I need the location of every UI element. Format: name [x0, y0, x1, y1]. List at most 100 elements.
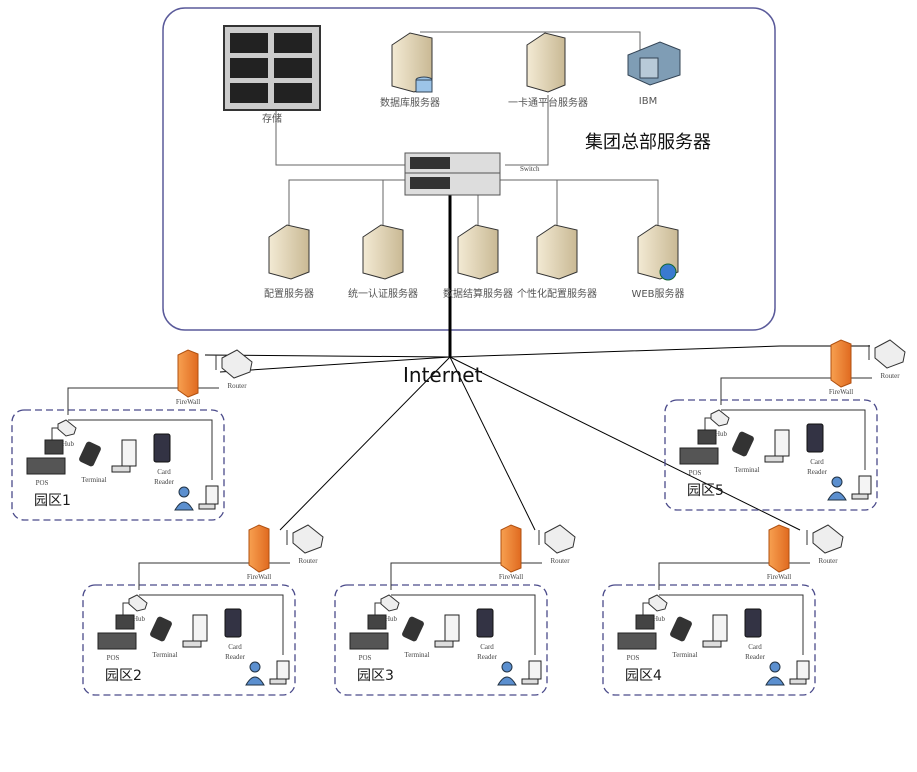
computer-icon [111, 439, 137, 473]
pos-icon [679, 429, 719, 465]
campus-boundary [602, 584, 816, 696]
card-reader-label: Reader [154, 478, 174, 486]
card-reader-label: Reader [745, 653, 765, 661]
web-server-icon [637, 224, 679, 281]
campus-label: 园区2 [105, 668, 142, 684]
hub-label: Hub [653, 615, 666, 623]
router-icon[interactable] [544, 524, 576, 554]
router-icon[interactable] [874, 339, 906, 369]
hub-icon[interactable] [380, 594, 400, 612]
terminal-label: Terminal [152, 651, 177, 659]
hub-icon[interactable] [57, 419, 77, 437]
server-label: 数据结算服务器 [443, 287, 513, 300]
campus-boundary [82, 584, 296, 696]
pos-icon [617, 614, 657, 650]
hub-label: Hub [385, 615, 398, 623]
firewall-label: FireWall [176, 398, 200, 406]
hq-boundary [162, 7, 776, 331]
pos-icon [97, 614, 137, 650]
server-icon [362, 224, 404, 280]
server-label: WEB服务器 [631, 287, 684, 300]
card-reader-label: Card [157, 468, 171, 476]
firewall-label: FireWall [829, 388, 853, 396]
terminal-label: Terminal [734, 466, 759, 474]
card-reader-label: Card [810, 458, 824, 466]
workstation-icon [789, 660, 810, 685]
campus-boundary [11, 409, 225, 521]
campus-boundary [334, 584, 548, 696]
firewall-icon [500, 524, 522, 573]
payment-terminal-icon [732, 431, 754, 457]
card-reader-icon [806, 423, 824, 453]
router-icon[interactable] [221, 349, 253, 379]
internet-label: Internet [403, 363, 483, 387]
router-label: Router [880, 372, 900, 380]
workstation-icon [851, 475, 872, 500]
hub-label: Hub [715, 430, 728, 438]
payment-terminal-icon [79, 441, 101, 467]
firewall-icon [830, 339, 852, 388]
router-label: Router [550, 557, 570, 565]
workstation-icon [269, 660, 290, 685]
firewall-icon [248, 524, 270, 573]
card-reader-label: Reader [807, 468, 827, 476]
workstation-icon [198, 485, 219, 510]
ibm-label: IBM [639, 96, 657, 107]
computer-icon [434, 614, 460, 648]
firewall-label: FireWall [247, 573, 271, 581]
card-platform-server-label: 一卡通平台服务器 [508, 96, 588, 109]
campus-boundary [664, 399, 878, 511]
pos-label: POS [107, 654, 120, 662]
server-icon [536, 224, 578, 280]
switch-icon[interactable] [404, 152, 501, 196]
router-label: Router [818, 557, 838, 565]
storage-label: 存储 [262, 112, 282, 125]
terminal-label: Terminal [672, 651, 697, 659]
hub-icon[interactable] [648, 594, 668, 612]
hub-icon[interactable] [128, 594, 148, 612]
card-reader-label: Reader [225, 653, 245, 661]
router-label: Router [227, 382, 247, 390]
card-reader-label: Reader [477, 653, 497, 661]
payment-terminal-icon [402, 616, 424, 642]
terminal-label: Terminal [81, 476, 106, 484]
terminal-label: Terminal [404, 651, 429, 659]
card-reader-icon [476, 608, 494, 638]
firewall-icon [177, 349, 199, 398]
card-reader-icon [224, 608, 242, 638]
hq-title: 集团总部服务器 [585, 132, 711, 153]
storage-array-icon [223, 25, 321, 111]
payment-terminal-icon [150, 616, 172, 642]
server-icon [457, 224, 499, 280]
card-reader-label: Card [228, 643, 242, 651]
card-reader-icon [153, 433, 171, 463]
router-icon[interactable] [812, 524, 844, 554]
card-reader-icon [744, 608, 762, 638]
switch-label: Switch [520, 165, 540, 173]
firewall-label: FireWall [499, 573, 523, 581]
ibm-server-icon [627, 41, 681, 86]
hub-icon[interactable] [710, 409, 730, 427]
pos-icon [349, 614, 389, 650]
computer-icon [764, 429, 790, 463]
server-label: 统一认证服务器 [348, 287, 418, 300]
server-label: 个性化配置服务器 [517, 287, 597, 300]
internet-links [204, 345, 870, 531]
computer-icon [182, 614, 208, 648]
pos-label: POS [689, 469, 702, 477]
payment-terminal-icon [670, 616, 692, 642]
firewall-label: FireWall [767, 573, 791, 581]
campus-label: 园区1 [34, 493, 71, 509]
server-icon [268, 224, 310, 280]
user-icon [174, 486, 194, 511]
router-icon[interactable] [292, 524, 324, 554]
user-icon [497, 661, 517, 686]
firewall-icon [768, 524, 790, 573]
campus-wiring [642, 530, 810, 655]
database-server-label: 数据库服务器 [380, 96, 440, 109]
